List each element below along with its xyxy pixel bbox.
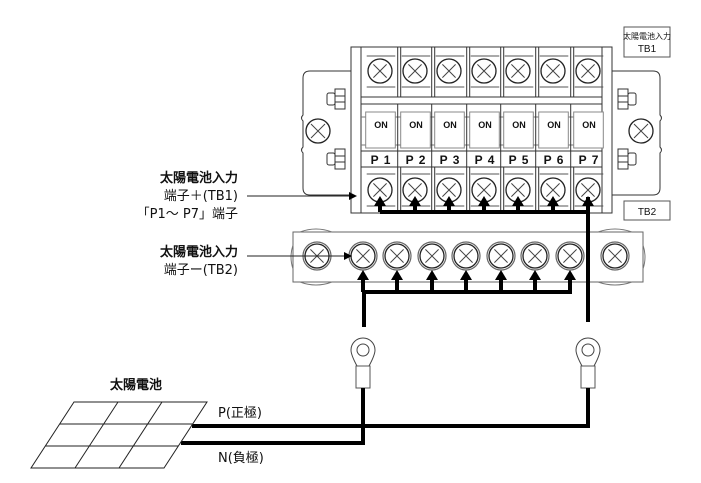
screw-cross-icon (348, 241, 378, 271)
tb1-right-flange (612, 70, 662, 196)
terminal-p-label: P 6 (544, 153, 565, 167)
arrow-up-icon (409, 196, 421, 206)
tb2-label-box: TB2 (623, 200, 671, 221)
tb1-box-line1: 太陽電池入力 (623, 31, 671, 41)
hex-nut-icon (326, 148, 346, 170)
terminal-p-label: P 3 (440, 153, 461, 167)
tb1-terminal-cell: ON P 2 (397, 47, 431, 213)
hex-nut-icon (326, 88, 346, 110)
tb1-terminal-cell: ON P 4 (466, 47, 500, 213)
switch-on-label: ON (374, 120, 388, 130)
screw-cross-icon (367, 58, 393, 84)
negative-wire-label: N(負極) (218, 450, 264, 466)
screw-cross-icon (575, 58, 601, 84)
tb1-terminal-cell: ON P 1 (365, 55, 396, 207)
tb1-terminal-block: ON P 1 ON P 2 ON P 3 ON P 4 ON P 5 ON P 6 ON P 7 (350, 46, 613, 214)
callout-positive-line3: 「P1～ P7」端子 (137, 207, 238, 222)
callout-positive-line2: 端子＋(TB1) (164, 189, 238, 204)
screw-cross-icon (436, 58, 462, 84)
screw-cross-icon (402, 58, 428, 84)
screw-cross-icon (600, 241, 630, 271)
tb1-terminal-cell: ON P 7 (570, 47, 604, 213)
switch-on-label: ON (547, 120, 561, 130)
switch-on-label: ON (582, 120, 596, 130)
arrow-up-icon (529, 270, 541, 280)
screw-cross-icon (382, 241, 412, 271)
tb2-box-label: TB2 (638, 207, 657, 218)
tb2-negative-bus (357, 270, 576, 294)
screw-cross-icon (402, 177, 428, 203)
hex-nut-icon (617, 148, 637, 170)
switch-on-label: ON (478, 120, 492, 130)
arrow-up-icon (564, 270, 576, 280)
terminal-p-label: P 4 (475, 153, 496, 167)
arrow-up-icon (391, 270, 403, 280)
tb1-terminal-cell: ON P 3 (431, 47, 465, 213)
solar-panel-label: 太陽電池 (109, 377, 162, 393)
negative-wire (181, 388, 365, 445)
screw-cross-icon (486, 241, 516, 271)
screw-cross-icon (471, 58, 497, 84)
tb1-label-box: 太陽電池入力 TB1 (623, 26, 671, 58)
tb1-left-flange (301, 70, 351, 196)
arrow-up-icon (426, 270, 438, 280)
tb1-terminal-cell: ON P 5 (500, 47, 534, 213)
arrow-up-icon (512, 196, 524, 206)
callout-positive-line1: 太陽電池入力 (159, 170, 238, 186)
terminal-p-label: P 1 (371, 153, 392, 167)
terminal-p-label: P 5 (509, 153, 530, 167)
callout-negative-line1: 太陽電池入力 (159, 244, 238, 260)
arrow-up-icon (460, 270, 472, 280)
screw-cross-icon (505, 58, 531, 84)
positive-wire-label: P(正極) (218, 405, 262, 421)
ring-terminal-icon (350, 337, 376, 389)
arrow-up-icon (547, 196, 559, 206)
switch-on-label: ON (443, 120, 457, 130)
arrow-up-icon (357, 270, 369, 280)
terminal-p-label: P 7 (579, 153, 600, 167)
solar-panel (30, 401, 208, 469)
arrow-up-icon (478, 196, 490, 206)
switch-on-label: ON (409, 120, 423, 130)
hex-nut-icon (617, 88, 637, 110)
arrow-up-icon (374, 196, 386, 206)
screw-cross-icon (520, 241, 550, 271)
tb1-box-line2: TB1 (638, 44, 657, 55)
screw-cross-icon (417, 241, 447, 271)
terminal-p-label: P 2 (406, 153, 427, 167)
arrow-up-icon (495, 270, 507, 280)
positive-wire (192, 388, 590, 428)
ring-terminal-icon (575, 337, 601, 389)
screw-cross-icon (471, 177, 497, 203)
callout-negative-line2: 端子ー(TB2) (164, 263, 238, 278)
screw-cross-icon (451, 241, 481, 271)
screw-cross-icon (540, 58, 566, 84)
switch-on-label: ON (512, 120, 526, 130)
screw-cross-icon (555, 241, 585, 271)
arrow-up-icon (443, 196, 455, 206)
screw-cross-icon (367, 177, 393, 203)
tb1-terminal-cell: ON P 6 (535, 47, 569, 213)
